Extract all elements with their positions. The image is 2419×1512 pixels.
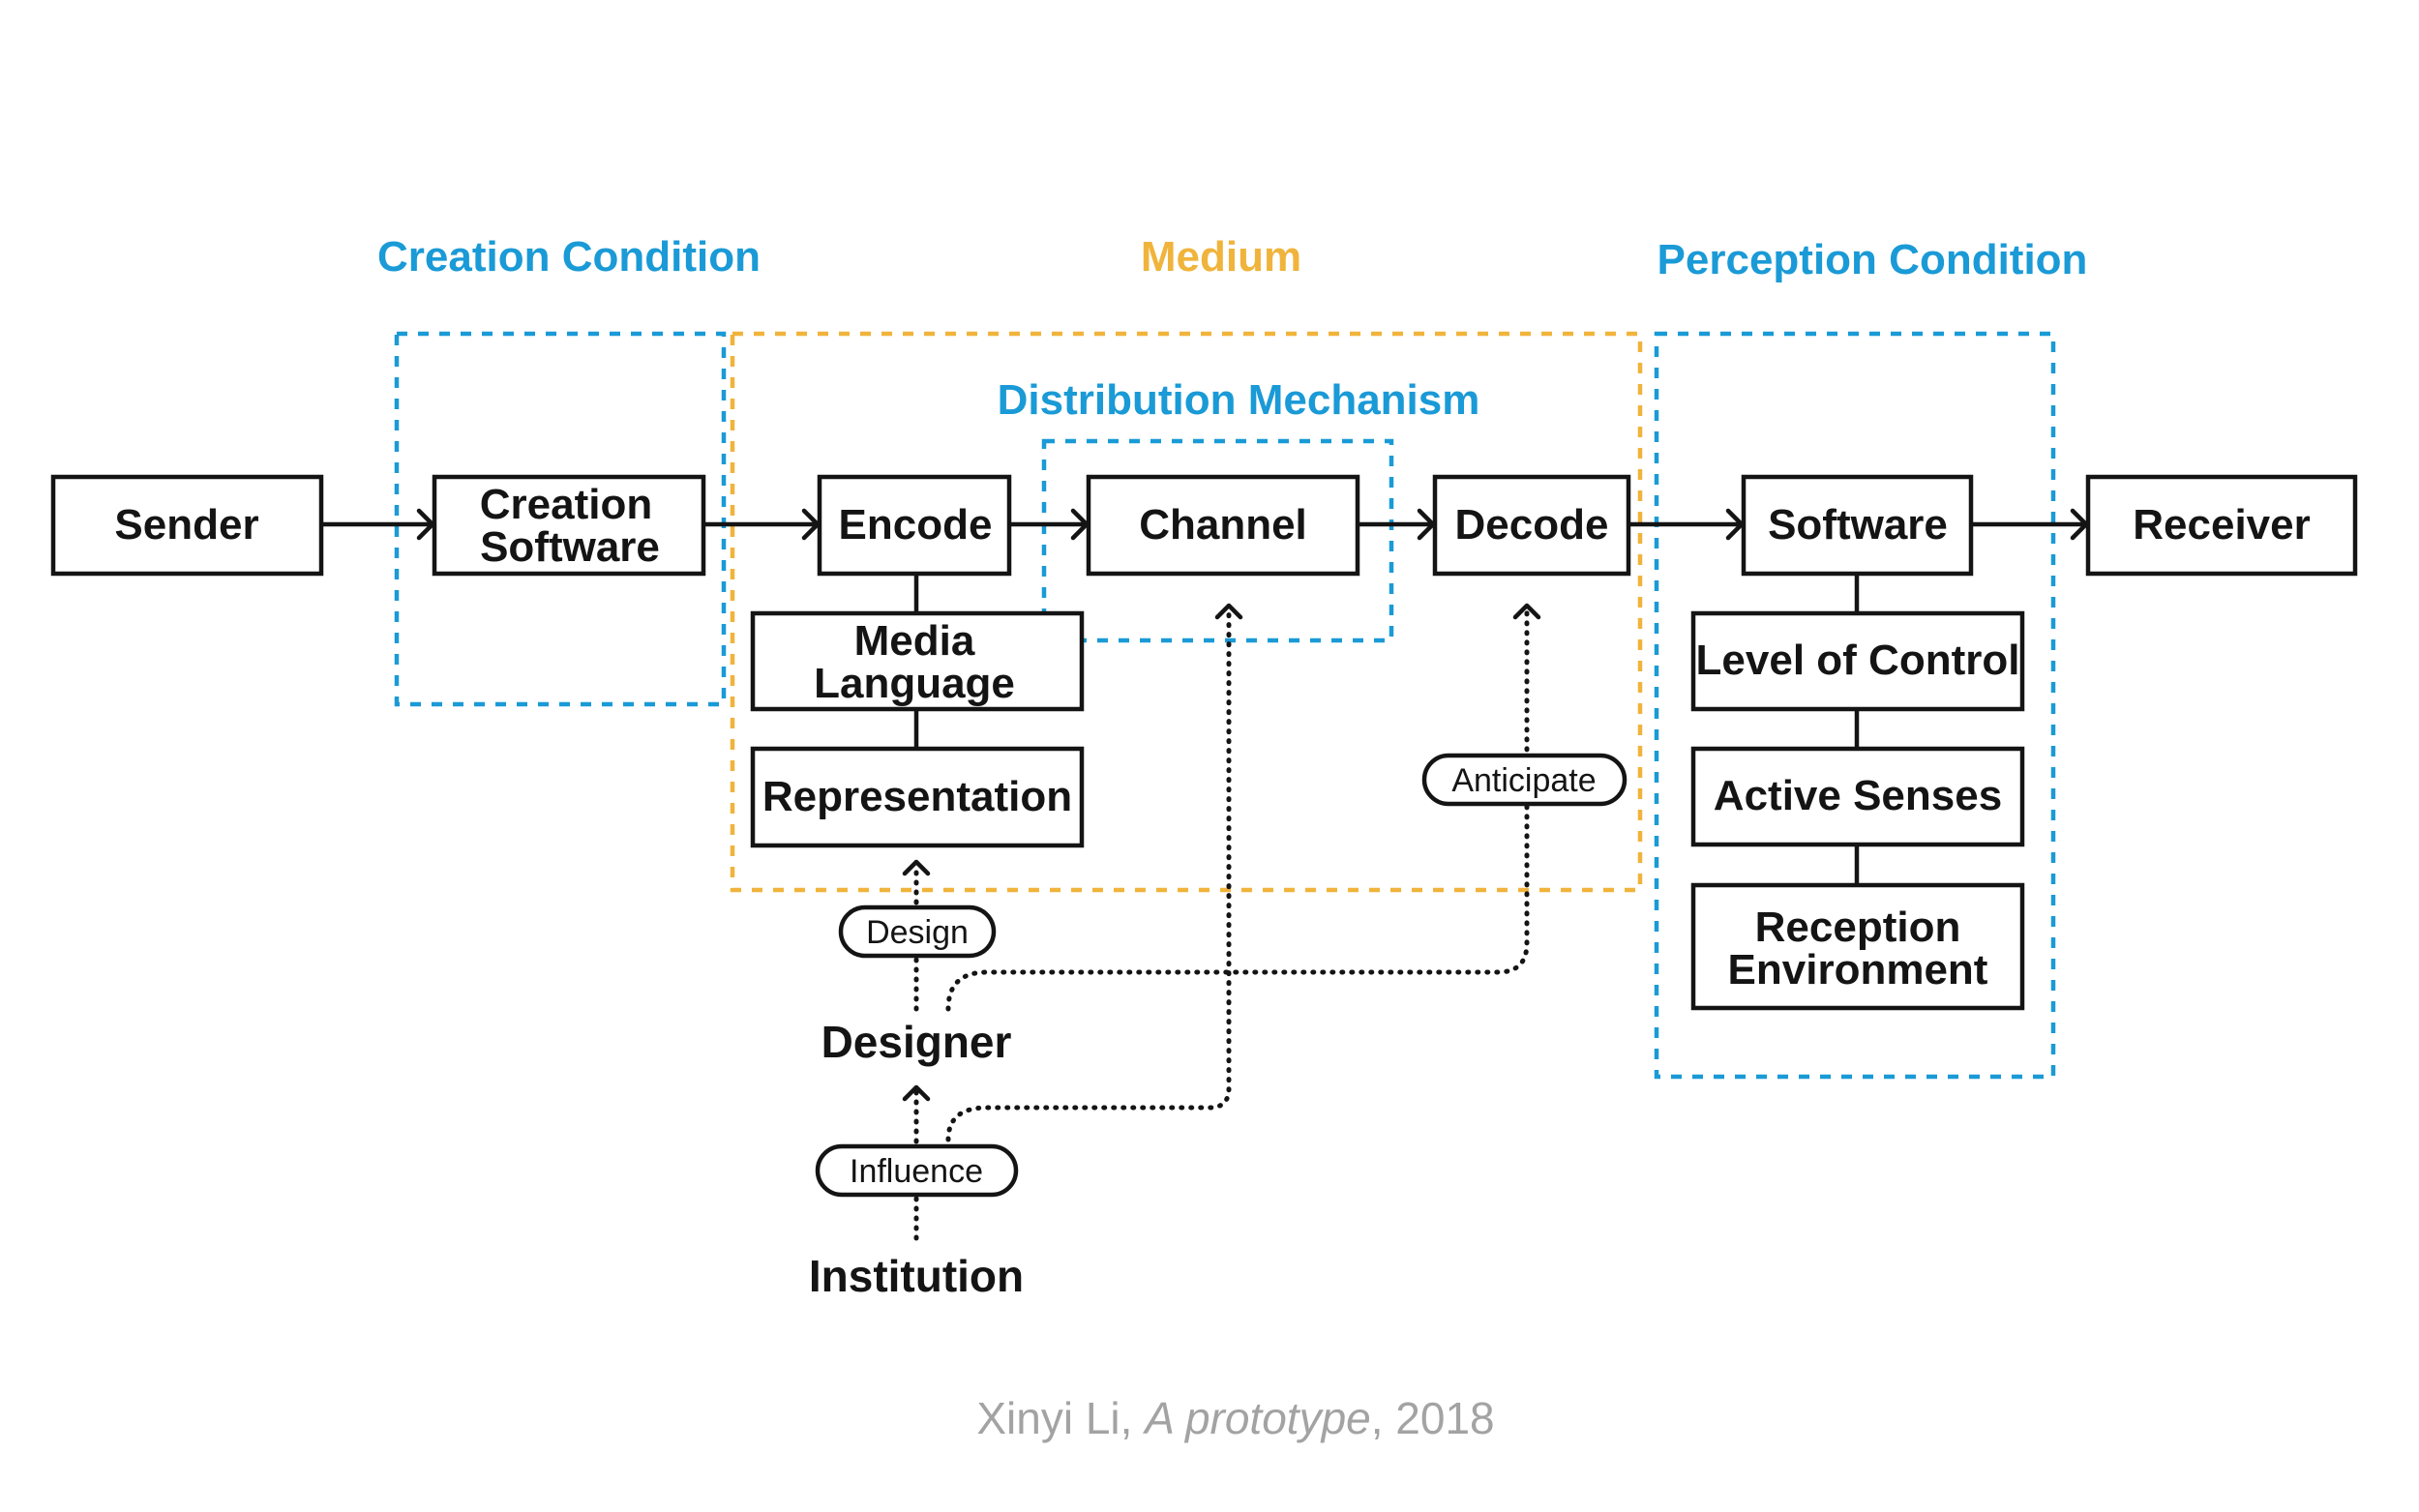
medium-label: Medium bbox=[1141, 233, 1301, 281]
reception-environment-box: Reception Environment bbox=[1690, 882, 2025, 1011]
creation-software-box: Creation Software bbox=[432, 474, 706, 577]
reception-environment-label-line2: Environment bbox=[1728, 946, 1988, 993]
designer-label: Designer bbox=[821, 1017, 1012, 1067]
receiver-box: Receiver bbox=[2085, 474, 2358, 577]
design-pill-label: Design bbox=[866, 914, 969, 951]
anticipate-pill-label: Anticipate bbox=[1451, 762, 1596, 799]
channel-box: Channel bbox=[1086, 474, 1360, 577]
distribution-mechanism-label: Distribution Mechanism bbox=[998, 376, 1480, 424]
sender-box: Sender bbox=[50, 474, 324, 577]
encode-box: Encode bbox=[817, 474, 1012, 577]
influence-pill-label: Influence bbox=[850, 1153, 983, 1190]
dotted-institution-to-channel bbox=[945, 607, 1232, 1142]
creation-software-label-line2: Software bbox=[480, 523, 660, 571]
caption-author: Xinyi Li, bbox=[976, 1393, 1132, 1443]
institution-label: Institution bbox=[809, 1251, 1024, 1301]
reception-environment-label-line1: Reception bbox=[1755, 904, 1961, 951]
arrowhead-up-icon bbox=[1512, 603, 1541, 620]
encode-label: Encode bbox=[839, 501, 993, 548]
distribution-mechanism-zone bbox=[1041, 438, 1394, 643]
arrowhead-up-icon bbox=[902, 1084, 931, 1102]
influence-pill: Influence bbox=[815, 1143, 1019, 1198]
channel-label: Channel bbox=[1139, 501, 1307, 548]
active-senses-label: Active Senses bbox=[1714, 772, 2002, 819]
medium-zone bbox=[730, 331, 1643, 893]
arrowhead-up-icon bbox=[902, 859, 931, 876]
anticipate-pill: Anticipate bbox=[1421, 753, 1628, 807]
media-language-label-line2: Language bbox=[814, 660, 1015, 707]
level-of-control-label: Level of Control bbox=[1696, 637, 2020, 684]
caption-title: A prototype bbox=[1142, 1393, 1371, 1443]
media-language-box: Media Language bbox=[750, 610, 1085, 712]
perception-condition-label: Perception Condition bbox=[1657, 236, 2088, 283]
arrowhead-up-icon bbox=[1214, 603, 1243, 620]
creation-condition-label: Creation Condition bbox=[377, 233, 761, 281]
sender-label: Sender bbox=[114, 501, 258, 548]
creation-software-label-line1: Creation bbox=[480, 481, 652, 528]
software-box: Software bbox=[1741, 474, 1974, 577]
perception-condition-zone bbox=[1654, 331, 2056, 1080]
decode-box: Decode bbox=[1432, 474, 1631, 577]
creation-condition-zone bbox=[394, 331, 727, 707]
dotted-relations bbox=[902, 603, 1541, 1241]
decode-label: Decode bbox=[1455, 501, 1609, 548]
design-pill: Design bbox=[838, 904, 997, 959]
representation-box: Representation bbox=[750, 746, 1085, 848]
dotted-designer-to-decode bbox=[945, 607, 1530, 1012]
media-language-label-line1: Media bbox=[854, 617, 975, 665]
active-senses-box: Active Senses bbox=[1690, 746, 2025, 847]
level-of-control-box: Level of Control bbox=[1690, 610, 2025, 712]
caption-year: , 2018 bbox=[1371, 1393, 1495, 1443]
caption: Xinyi Li, A prototype, 2018 bbox=[976, 1393, 1494, 1443]
representation-label: Representation bbox=[762, 773, 1072, 820]
software-label: Software bbox=[1768, 501, 1948, 548]
receiver-label: Receiver bbox=[2133, 501, 2310, 548]
